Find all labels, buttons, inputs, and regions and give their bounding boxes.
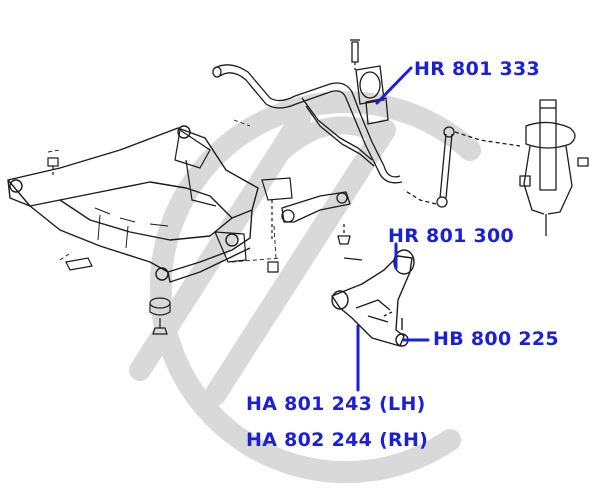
assembly-guide-lines: [47, 119, 281, 263]
stabilizer-bar: [212, 64, 403, 184]
strut-assembly: [519, 99, 589, 236]
label-ball-joint: HB 800 225: [433, 328, 559, 350]
mount-hardware: [47, 157, 293, 335]
lower-control-arm: [331, 249, 415, 347]
label-stabilizer-bushing: HR 801 333: [414, 58, 541, 80]
label-lower-arm-rh: HA 802 244 (RH): [246, 429, 429, 451]
front-subframe: [7, 125, 259, 283]
label-lower-arm-bushing: HR 801 300: [388, 225, 515, 247]
callout-leaders: [356, 66, 430, 392]
stabilizer-link: [403, 126, 521, 208]
compression-arm: [281, 191, 363, 261]
label-lower-arm-lh: HA 801 243 (LH): [246, 393, 426, 415]
brand-logo-watermark: [129, 91, 481, 484]
leader-stabilizer-bushing: [375, 66, 413, 105]
